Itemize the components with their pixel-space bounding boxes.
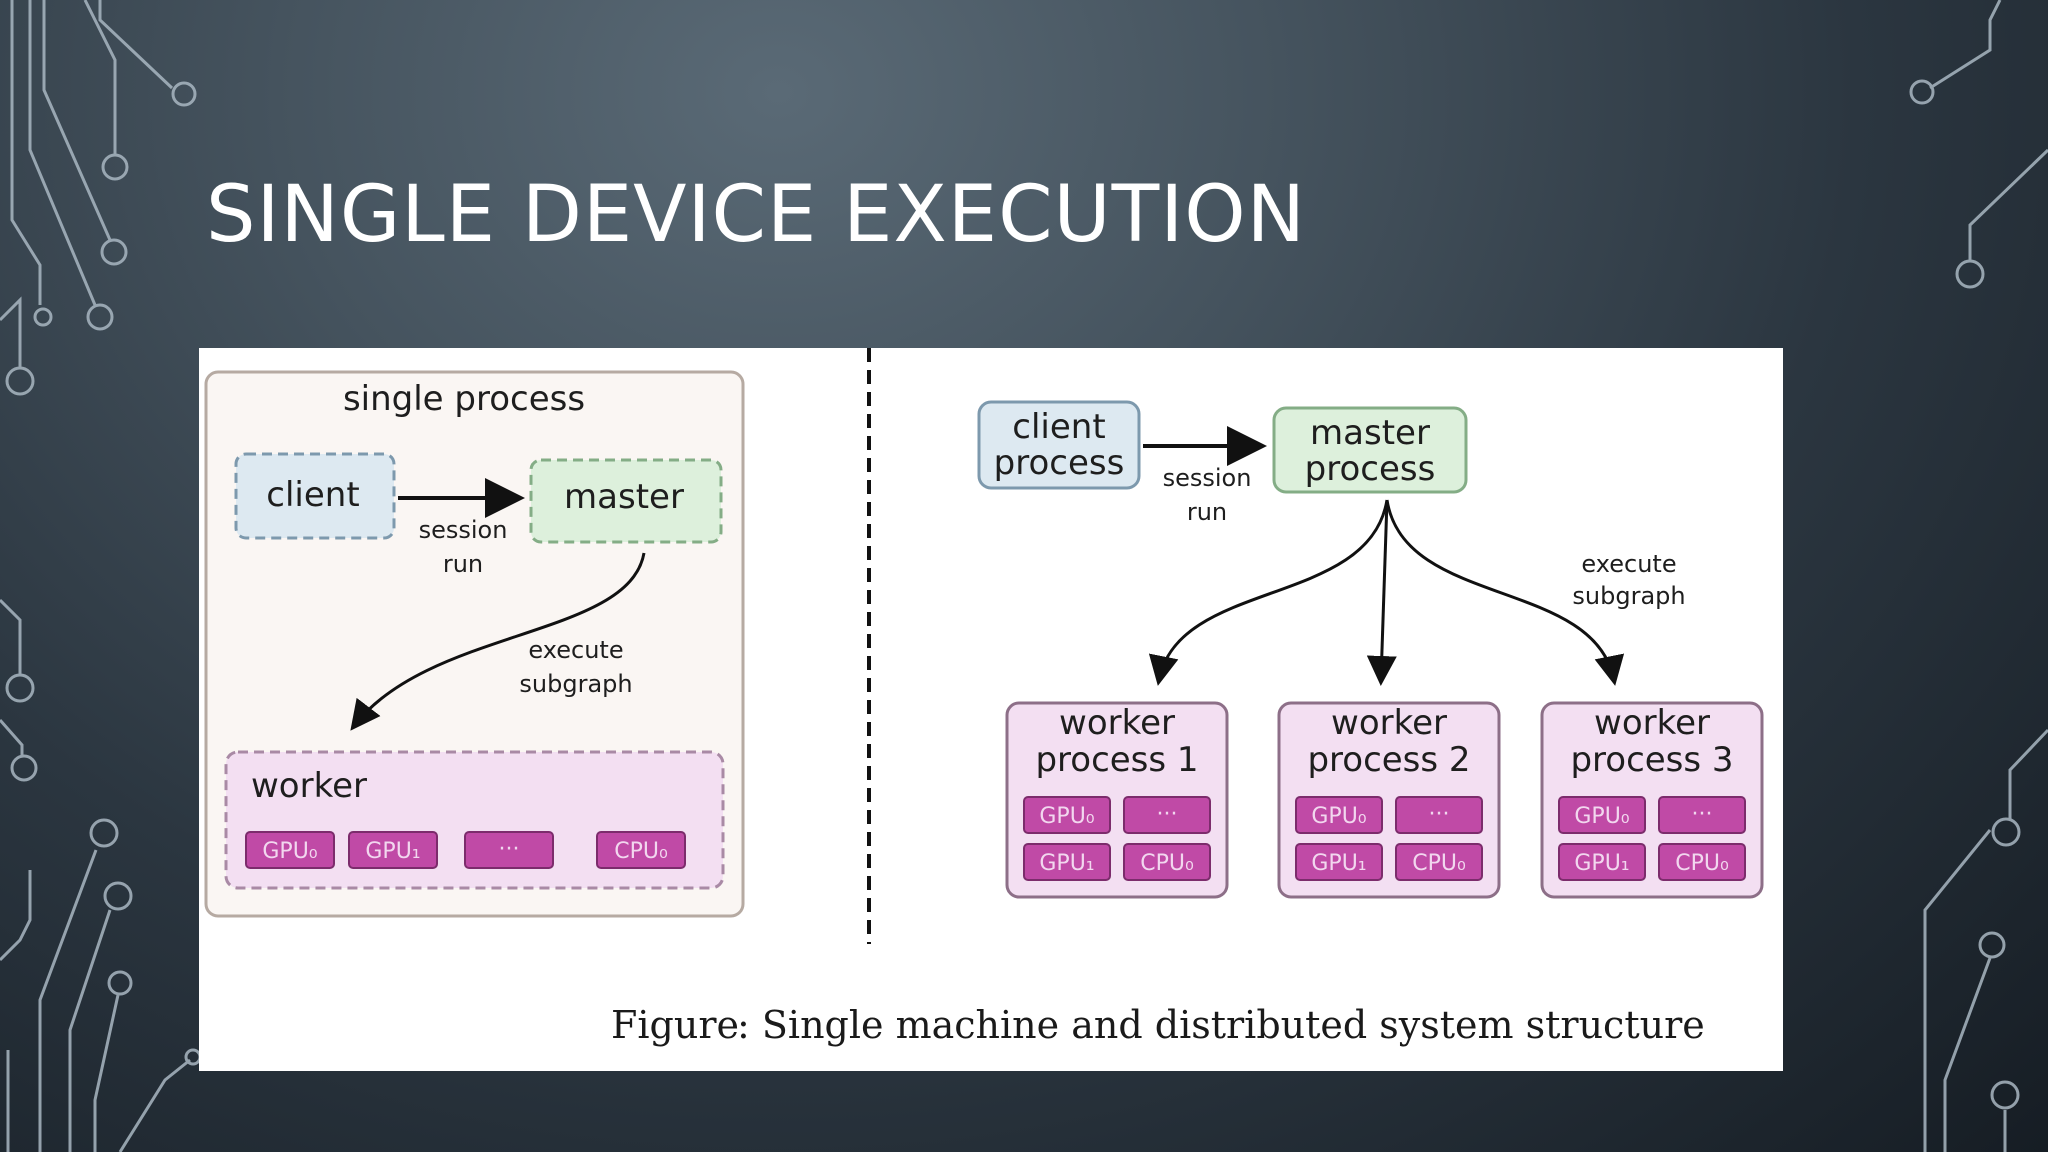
master-process-line2: process [1305,449,1436,489]
w1-chip-cpu0-label: CPU₀ [1140,851,1194,876]
w1-chip-cpu0 [1123,843,1211,881]
master-process-line1: master [1310,413,1430,453]
subgraph-label: subgraph [519,670,632,698]
w3-chip-gpu0 [1558,796,1646,834]
worker-process-3-line1: worker [1594,703,1710,743]
w2-chip-cpu0-label: CPU₀ [1412,851,1466,876]
single-machine-diagram: single process client master session run… [204,370,745,918]
run-label: run [443,550,483,578]
chip-gpu0 [245,831,335,869]
arrow-to-worker-1 [1148,499,1389,686]
slide-title: SINGLE DEVICE EXECUTION [206,170,1307,260]
w1-chip-gpu1 [1023,843,1111,881]
figure-panel: single process client master session run… [199,348,1783,1071]
execute-label: execute [528,636,623,664]
w1-chip-ellipsis [1123,796,1211,834]
session-label: session [419,516,508,544]
worker-process-1-line2: process 1 [1035,740,1198,780]
w3-chip-gpu0-label: GPU₀ [1574,804,1629,829]
w2-chip-ellipsis-label: ··· [1429,802,1450,827]
subgraph-label-distributed: subgraph [1572,582,1685,610]
w3-chip-gpu1 [1558,843,1646,881]
w2-chip-ellipsis [1395,796,1483,834]
w2-chip-gpu1 [1295,843,1383,881]
worker-label: worker [251,766,367,806]
w3-chip-gpu1-label: GPU₁ [1574,851,1629,876]
distributed-diagram: client process master process session ru… [977,400,1764,899]
execute-label-distributed: execute [1581,550,1676,578]
chip-cpu0-label: CPU₀ [614,839,668,864]
chip-gpu1 [348,831,438,869]
client-process-box [977,400,1141,490]
master-label: master [564,477,684,517]
master-process-box [1272,406,1468,494]
worker-process-1: worker process 1 GPU₀ ··· GPU₁ CPU₀ [1005,701,1229,899]
worker-process-3: worker process 3 GPU₀ ··· GPU₁ CPU₀ [1540,701,1764,899]
single-process-label: single process [343,379,585,419]
run-label-distributed: run [1187,498,1227,526]
client-process-line2: process [994,443,1125,483]
w3-chip-ellipsis-label: ··· [1692,802,1713,827]
w3-chip-cpu0 [1658,843,1746,881]
caption-figure-label: Figure [611,1003,739,1047]
client-process-line1: client [1012,407,1105,447]
w2-chip-gpu0-label: GPU₀ [1311,804,1366,829]
w3-chip-ellipsis [1658,796,1746,834]
client-box [234,452,396,540]
caption-text: : Single machine and distributed system … [737,1003,1705,1047]
execute-subgraph-arrow [350,552,646,731]
system-structure-diagram: single process client master session run… [204,348,1764,1047]
w2-chip-gpu1-label: GPU₁ [1311,851,1366,876]
w1-chip-gpu0 [1023,796,1111,834]
w2-chip-gpu0 [1295,796,1383,834]
worker-process-1-line1: worker [1059,703,1175,743]
w1-chip-gpu0-label: GPU₀ [1039,804,1094,829]
chip-ellipsis [464,831,554,869]
w3-chip-cpu0-label: CPU₀ [1675,851,1729,876]
master-box [529,458,723,544]
arrow-to-worker-2 [1366,499,1397,686]
session-label-distributed: session [1163,464,1252,492]
chip-gpu1-label: GPU₁ [365,839,420,864]
chip-cpu0 [596,831,686,869]
worker-process-3-line2: process 3 [1570,740,1733,780]
worker-process-2-line1: worker [1331,703,1447,743]
chip-gpu0-label: GPU₀ [262,839,317,864]
worker-process-2-line2: process 2 [1307,740,1470,780]
w2-chip-cpu0 [1395,843,1483,881]
worker-process-2: worker process 2 GPU₀ ··· GPU₁ CPU₀ [1277,701,1501,899]
client-label: client [266,475,359,515]
w1-chip-gpu1-label: GPU₁ [1039,851,1094,876]
figure-caption: Figure : Single machine and distributed … [611,1003,1705,1047]
w1-chip-ellipsis-label: ··· [1157,802,1178,827]
chip-ellipsis-label: ··· [499,837,520,862]
arrow-to-worker-3 [1385,499,1625,686]
